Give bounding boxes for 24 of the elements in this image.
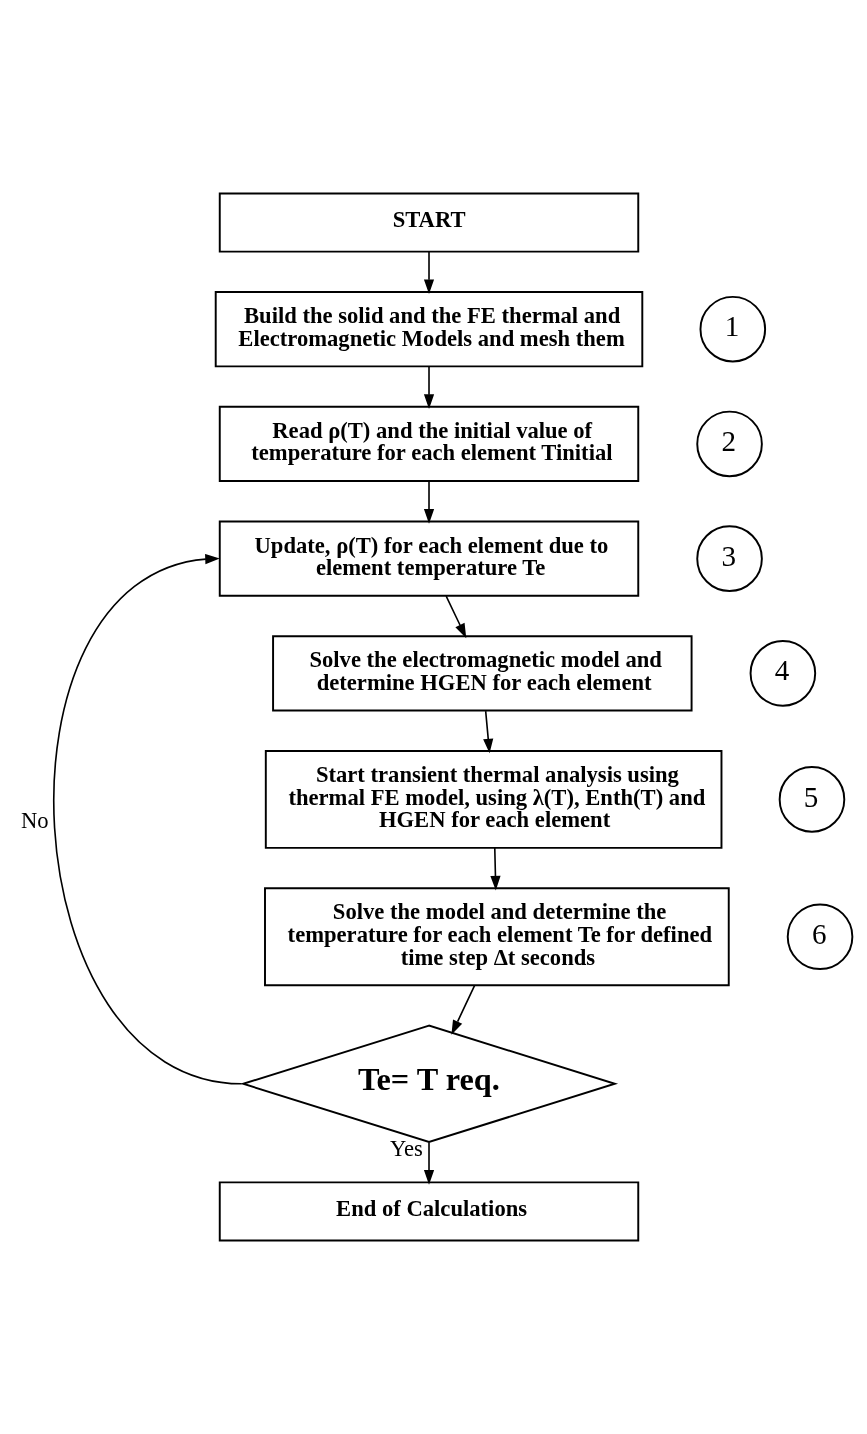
node-box: Build the solid and the FE thermal and Electromagnetic Models and mesh them bbox=[214, 291, 644, 368]
node-box: START bbox=[218, 192, 640, 253]
node-circle: 1 bbox=[699, 295, 767, 363]
arrow bbox=[423, 365, 435, 409]
node-box: End of Calculations bbox=[218, 1181, 640, 1242]
arrow bbox=[423, 480, 435, 524]
arrow bbox=[53, 554, 243, 1085]
node-circle: 5 bbox=[778, 766, 846, 833]
arrow bbox=[445, 595, 467, 639]
arrow bbox=[483, 710, 494, 754]
arrow bbox=[490, 847, 501, 891]
node-box: Solve the electromagnetic model and determine HGEN for each element bbox=[272, 635, 693, 712]
node-box: Update, ρ(T) for each element due to element temperature Te bbox=[218, 520, 640, 597]
arrow bbox=[423, 251, 435, 295]
node-box: Solve the model and determine the temperature for each element Te for defined time step Δt seconds bbox=[264, 887, 730, 987]
node-circle: 2 bbox=[696, 410, 763, 478]
node-box: Start transient thermal analysis using thermal FE model, using λ(T), Enth(T) and HGEN for each element bbox=[264, 749, 723, 849]
node-circle: 6 bbox=[786, 903, 854, 971]
arrow bbox=[451, 984, 476, 1035]
edge-label: No bbox=[21, 808, 49, 834]
node-circle: 4 bbox=[749, 640, 817, 707]
node-circle: 3 bbox=[696, 525, 763, 592]
node-box: Read ρ(T) and the initial value of temperature for each element Tinitial bbox=[218, 405, 640, 483]
arrow bbox=[423, 1141, 435, 1185]
